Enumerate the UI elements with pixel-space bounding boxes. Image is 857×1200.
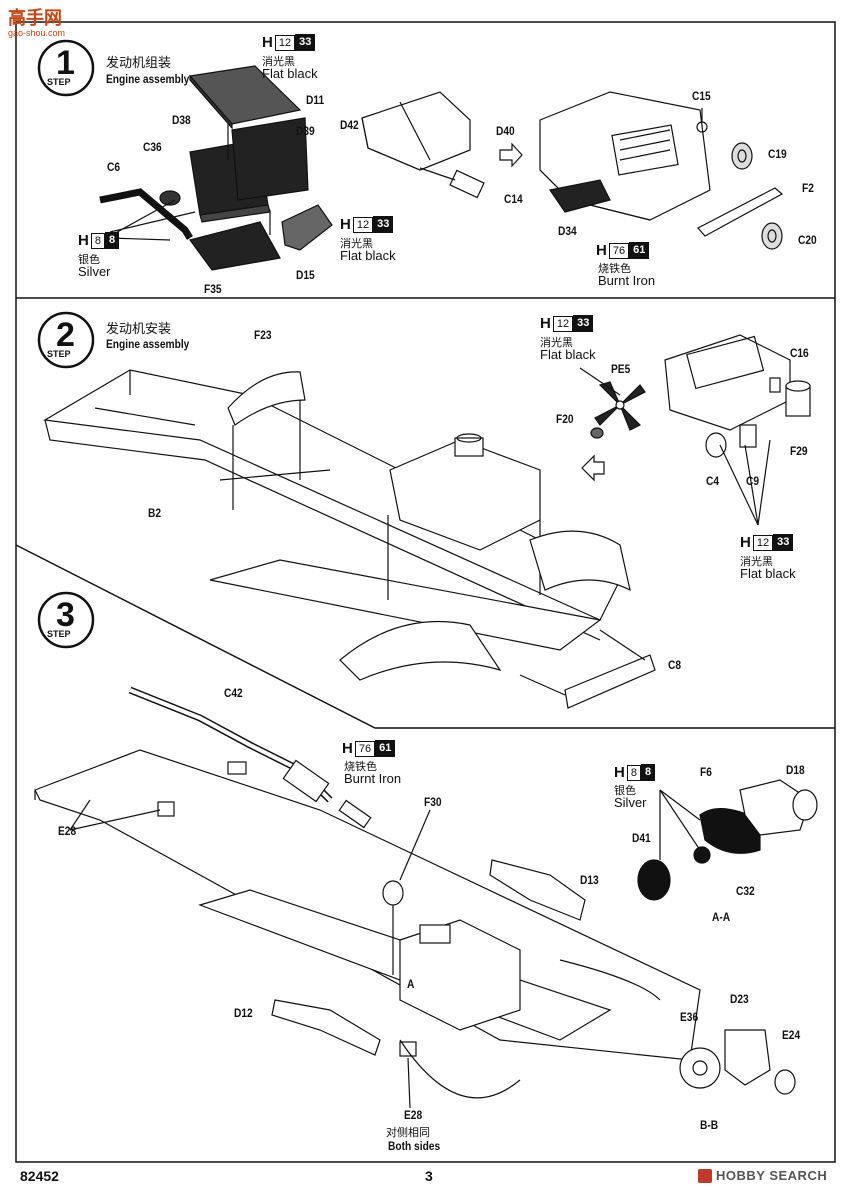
paint-name-cn: 消光黑 [262, 56, 295, 68]
part-label: F2 [802, 181, 814, 195]
part-label: D40 [496, 124, 515, 138]
logo-icon [698, 1168, 712, 1183]
step3-label: STEP [47, 629, 71, 639]
part-label: C42 [224, 686, 243, 700]
part-label: D23 [730, 992, 749, 1006]
part-label: C15 [692, 89, 711, 103]
watermark-logo: 高手网 [8, 8, 62, 29]
paint-name-en: Flat black [740, 566, 796, 581]
step2-number: 2 [56, 316, 75, 354]
section-label-bb: B-B [700, 1118, 719, 1132]
part-label: D11 [306, 93, 325, 107]
paint-name-cn: 消光黑 [340, 238, 373, 250]
part-label: E28 [58, 824, 77, 838]
paint-name-en: Flat black [262, 66, 318, 81]
both-sides-note-en: Both sides [388, 1139, 441, 1153]
part-label: B2 [148, 506, 162, 520]
part-label: F23 [254, 328, 272, 342]
part-label: F30 [424, 795, 442, 809]
part-label: F20 [556, 412, 574, 426]
paint-name-en: Flat black [340, 248, 396, 263]
part-label: C20 [798, 233, 817, 247]
watermark-url: gao-shou.com [8, 28, 66, 38]
paint-name-cn: 消光黑 [540, 337, 573, 349]
part-label: F6 [700, 765, 712, 779]
part-label: C19 [768, 147, 787, 161]
step3-number: 3 [56, 596, 75, 634]
part-label: D12 [234, 1006, 253, 1020]
paint-name-cn: 烧铁色 [344, 761, 377, 773]
step1-title-cn: 发动机组装 [106, 55, 172, 70]
part-label: D18 [786, 763, 805, 777]
paint-name-en: Silver [78, 264, 111, 279]
paint-name-en: Burnt Iron [344, 771, 402, 786]
part-label: D13 [580, 873, 599, 887]
part-label: D15 [296, 268, 315, 282]
part-label: D41 [632, 831, 651, 845]
section-marker-a: A [407, 977, 415, 991]
part-label: C6 [107, 160, 121, 174]
part-label: C8 [668, 658, 682, 672]
kit-number: 82452 [20, 1168, 59, 1184]
paint-name-cn: 烧铁色 [598, 263, 631, 275]
step2-title-cn: 发动机安装 [106, 321, 172, 336]
part-label: F35 [204, 282, 222, 296]
part-label: PE5 [611, 362, 631, 376]
part-label: C36 [143, 140, 162, 154]
hobby-search-logo: HOBBY SEARCH [698, 1168, 827, 1183]
part-label: D38 [172, 113, 191, 127]
part-label: C32 [736, 884, 755, 898]
part-label: D39 [296, 124, 315, 138]
part-label: D42 [340, 118, 359, 132]
part-label: E28 [404, 1108, 423, 1122]
paint-name-cn: 银色 [78, 254, 100, 266]
part-label: F29 [790, 444, 808, 458]
section-label-aa: A-A [712, 910, 731, 924]
part-label: D34 [558, 224, 577, 238]
paint-name-cn: 银色 [614, 785, 636, 797]
paint-name-en: Flat black [540, 347, 596, 362]
paint-name-cn: 消光黑 [740, 556, 773, 568]
step2-title-en: Engine assembly [106, 337, 190, 351]
part-label: C9 [746, 474, 760, 488]
part-label: E36 [680, 1010, 699, 1024]
paint-name-en: Burnt Iron [598, 273, 656, 288]
step1-number: 1 [56, 44, 75, 82]
both-sides-note-cn: 对侧相同 [386, 1127, 430, 1139]
part-label: E24 [782, 1028, 801, 1042]
logo-text: HOBBY SEARCH [716, 1168, 828, 1183]
part-label: C16 [790, 346, 809, 360]
step1-title-en: Engine assembly [106, 72, 190, 86]
step1-label: STEP [47, 77, 71, 87]
part-label: C4 [706, 474, 720, 488]
part-label: C14 [504, 192, 523, 206]
step2-label: STEP [47, 349, 71, 359]
page-number: 3 [425, 1168, 433, 1184]
paint-name-en: Silver [614, 795, 647, 810]
